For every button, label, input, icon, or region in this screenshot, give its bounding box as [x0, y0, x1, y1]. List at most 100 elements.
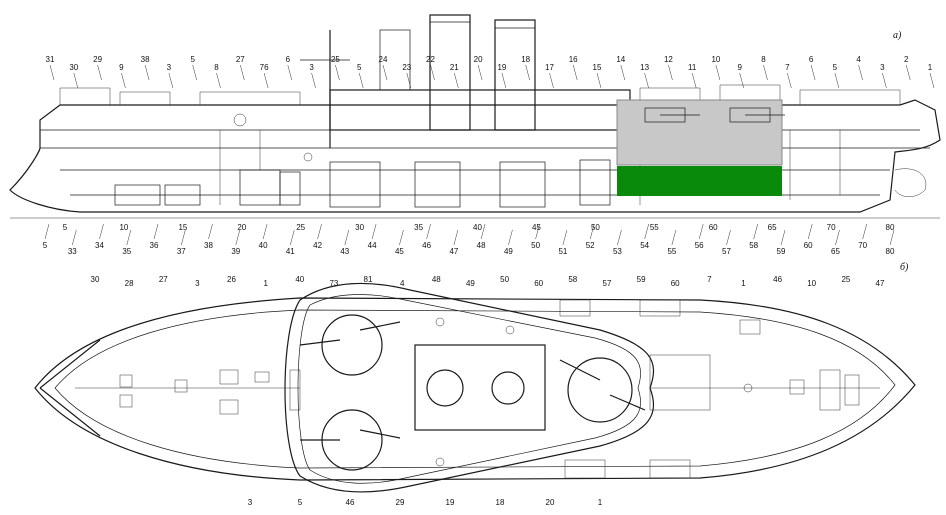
side-top-label-29: 9 [737, 63, 742, 72]
side-top-label-3: 9 [119, 63, 124, 72]
side-bottom-label-leader-28 [807, 223, 813, 240]
side-top-label-33: 5 [833, 63, 838, 72]
side-top-label-leader-9 [263, 72, 269, 89]
side-top-label-leader-25 [644, 72, 649, 89]
plan-inner-outline [54, 309, 896, 469]
frame-number-6: 35 [414, 223, 423, 232]
side-top-label-leader-0 [49, 64, 55, 81]
side-bottom-label-15: 47 [449, 247, 458, 256]
side-top-label-leader-2 [97, 64, 102, 81]
plan-label-16: 59 [637, 275, 646, 284]
side-bottom-label-17: 49 [504, 247, 513, 256]
plan-label-31: 1 [598, 498, 603, 507]
fore-funnel-plan [426, 369, 464, 407]
side-top-label-leader-30 [763, 64, 768, 81]
side-bottom-label-leader-4 [153, 223, 159, 240]
panel-letter-plan: б) [900, 262, 909, 273]
side-top-label-leader-24 [620, 64, 626, 81]
side-top-label-leader-18 [477, 64, 483, 81]
plan-label-24: 3 [248, 498, 253, 507]
plan-label-2: 27 [159, 275, 168, 284]
plan-label-29: 18 [496, 498, 505, 507]
plan-label-6: 40 [295, 275, 304, 284]
citadel-inner [297, 294, 641, 484]
side-top-label-12: 25 [331, 55, 340, 64]
plan-label-1: 28 [125, 279, 134, 288]
side-top-label-leader-20 [525, 64, 530, 81]
frame-number-4: 25 [296, 223, 305, 232]
side-bottom-label-leader-20 [589, 223, 595, 240]
side-top-label-leader-34 [858, 64, 863, 81]
side-bottom-label-leader-30 [862, 223, 867, 240]
side-top-label-16: 22 [426, 55, 435, 64]
side-details [59, 84, 927, 205]
side-top-labels: 3130299383582776632552423222120191817161… [46, 55, 935, 89]
side-top-label-leader-12 [335, 64, 340, 81]
side-bottom-label-leader-6 [208, 223, 213, 240]
plan-label-13: 60 [534, 279, 543, 288]
side-bottom-label-5: 37 [177, 247, 186, 256]
plan-label-18: 7 [707, 275, 712, 284]
highlight-lower-block [617, 166, 782, 196]
frame-number-0: 5 [63, 223, 68, 232]
side-bottom-label-leader-24 [698, 223, 704, 240]
side-top-label-20: 18 [521, 55, 530, 64]
side-bottom-label-leader-22 [644, 223, 649, 240]
frame-number-7: 40 [473, 223, 482, 232]
frame-number-2: 15 [178, 223, 187, 232]
side-top-label-leader-28 [715, 64, 721, 81]
side-top-label-leader-32 [810, 64, 816, 81]
side-top-label-leader-1 [73, 72, 79, 89]
side-bottom-label-leader-7 [235, 229, 241, 246]
side-bottom-label-7: 39 [231, 247, 240, 256]
side-top-label-27: 11 [688, 63, 697, 72]
side-bottom-label-27: 59 [777, 247, 786, 256]
plan-label-10: 48 [432, 275, 441, 284]
side-bottom-label-leader-29 [835, 229, 840, 246]
side-bottom-label-1: 33 [68, 247, 77, 256]
frame-number-14: 80 [886, 223, 895, 232]
plan-label-27: 29 [396, 498, 405, 507]
side-top-label-leader-8 [240, 64, 245, 81]
side-bottom-label-0: 5 [43, 241, 48, 250]
aft-funnel-plan [491, 371, 525, 405]
side-bottom-label-26: 58 [749, 241, 758, 250]
side-top-label-leader-7 [216, 72, 221, 89]
plan-label-0: 30 [91, 275, 100, 284]
side-bottom-label-leader-11 [344, 229, 350, 246]
side-bottom-label-10: 42 [313, 241, 322, 250]
gun-mounts-side [644, 107, 785, 123]
plan-label-9: 4 [400, 279, 405, 288]
side-top-label-leader-22 [572, 64, 578, 81]
plan-label-19: 1 [741, 279, 746, 288]
side-top-label-leader-36 [905, 64, 911, 81]
side-top-label-15: 23 [402, 63, 411, 72]
side-top-label-8: 27 [236, 55, 245, 64]
frame-number-3: 20 [237, 223, 246, 232]
side-top-label-1: 30 [69, 63, 78, 72]
frame-number-12: 65 [768, 223, 777, 232]
plan-label-3: 3 [195, 279, 200, 288]
citadel [284, 282, 655, 493]
side-top-label-leader-37 [929, 72, 935, 89]
side-top-label-leader-6 [192, 64, 197, 81]
side-bottom-label-30: 70 [858, 241, 867, 250]
plan-label-21: 10 [807, 279, 816, 288]
side-bottom-label-2: 34 [95, 241, 104, 250]
side-bottom-label-3: 35 [122, 247, 131, 256]
side-top-label-23: 15 [593, 63, 602, 72]
side-bottom-label-leader-15 [453, 229, 459, 246]
plan-fittings [75, 299, 880, 479]
side-bottom-label-16: 48 [477, 241, 486, 250]
side-bottom-label-leader-31 [889, 229, 895, 246]
side-top-label-37: 1 [928, 63, 933, 72]
side-bottom-label-leader-10 [317, 223, 322, 240]
frame-number-11: 60 [709, 223, 718, 232]
plan-label-12: 50 [500, 275, 509, 284]
fore-funnel [429, 14, 471, 131]
side-top-label-28: 10 [711, 55, 720, 64]
frame-number-5: 30 [355, 223, 364, 232]
